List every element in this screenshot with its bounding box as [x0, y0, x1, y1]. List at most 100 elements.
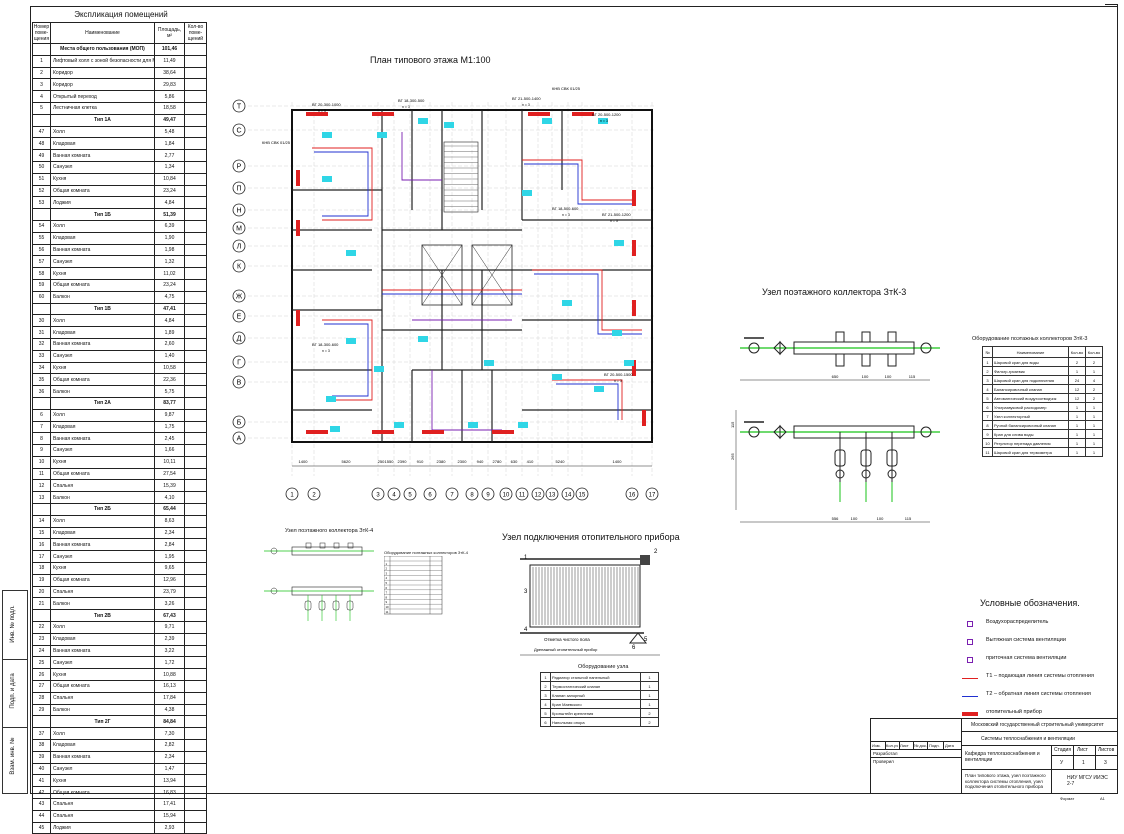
room-number: 47	[32, 125, 51, 139]
room-count	[184, 408, 207, 422]
room-number: 6	[32, 408, 51, 422]
room-number: 14	[32, 514, 51, 528]
room-count	[184, 809, 207, 823]
thermostatic-valve-icon	[640, 555, 650, 565]
room-count	[184, 750, 207, 764]
room-name: Кухня	[50, 668, 155, 682]
room-name: Тип 2В	[50, 609, 155, 623]
spec-small-row-number: 6	[386, 586, 388, 590]
axis-label: 16	[629, 493, 636, 499]
room-area: 10,88	[154, 668, 185, 682]
room-number: 15	[32, 526, 51, 540]
axis-label: Р	[237, 164, 242, 171]
room-count	[184, 491, 207, 505]
room-area: 1,84	[154, 137, 185, 151]
room-count	[184, 290, 207, 304]
pipe-run	[322, 319, 373, 401]
room-name: Открытый переход	[50, 90, 155, 103]
room-area: 18,58	[154, 101, 185, 115]
radiator-spec-cell: 1	[540, 672, 551, 682]
room-count	[184, 798, 207, 811]
dimension-label: 2780	[493, 459, 503, 464]
room-count	[184, 361, 207, 375]
room-number: 48	[32, 137, 51, 151]
spec-small-row-number: 11	[386, 610, 389, 614]
spec-small-row-number: 10	[386, 605, 390, 609]
stamp-col-sheet: Лист	[900, 743, 909, 748]
room-count	[184, 137, 207, 151]
spec-cell: Регулятор перепада давления	[992, 438, 1069, 448]
room-name: Спальня	[50, 479, 155, 493]
room-name: Балкон	[50, 491, 155, 505]
room-area: 5,48	[154, 125, 185, 139]
room-count	[184, 727, 207, 741]
section-count-label: n = 3	[322, 349, 330, 353]
room-tag	[552, 374, 562, 380]
axis-label: 12	[535, 493, 542, 499]
room-schedule-header: Номер поме-щения Наименование Площадь, м…	[32, 22, 207, 44]
radiator-spec-cell: Напольная опора	[550, 717, 641, 727]
dimension-label: 940	[477, 459, 484, 464]
axis-bubble	[232, 259, 246, 273]
legend: Условные обозначения. Воздухораспределит…	[960, 598, 1100, 726]
room-number: 27	[32, 680, 51, 693]
room-name: Коридор	[50, 78, 155, 92]
filter-icon	[773, 340, 787, 356]
room-area: 84,84	[154, 715, 185, 729]
room-area: 67,43	[154, 609, 185, 623]
radiator-spec-cell: 5	[540, 708, 551, 718]
room-name: Общая комната	[50, 467, 155, 481]
room-tag	[418, 118, 428, 124]
room-name: Тип 1Б	[50, 208, 155, 221]
legend-item: приточная система вентиляции	[960, 654, 1100, 672]
room-area: 7,30	[154, 727, 185, 741]
spec-cell: 1	[1068, 402, 1086, 412]
room-area: 2,34	[154, 526, 185, 540]
room-area: 12,96	[154, 573, 185, 587]
room-count	[184, 503, 207, 516]
spec-cell: 1	[1085, 447, 1103, 457]
spec-cell: 1	[1068, 411, 1086, 421]
room-count	[184, 184, 207, 198]
room-area: 101,46	[154, 43, 185, 56]
room-number: 29	[32, 703, 51, 717]
room-count	[184, 691, 207, 705]
section-count-label: n = 3	[562, 213, 570, 217]
dimension-label: 650	[832, 374, 839, 379]
room-number: 44	[32, 809, 51, 823]
room-area: 23,79	[154, 585, 185, 599]
room-name: Холл	[50, 514, 155, 528]
room-name: Санузел	[50, 656, 155, 670]
axis-label: 11	[519, 493, 526, 499]
room-count	[184, 255, 207, 269]
flow-meter-icon	[346, 600, 354, 611]
staircase	[443, 141, 479, 213]
room-number: 38	[32, 739, 51, 752]
spec-cell: 3	[982, 375, 993, 385]
room-count	[184, 101, 207, 115]
pipe-run	[556, 383, 619, 420]
radiator	[632, 360, 636, 376]
collector-manifold	[793, 341, 915, 355]
room-number: 34	[32, 361, 51, 375]
dimension-label: 2300	[458, 459, 468, 464]
schedule-group-row: Места общего пользования (МОП)101,46	[32, 43, 207, 56]
room-count	[184, 609, 207, 623]
room-name: Коридор	[50, 66, 155, 80]
room-name: Ванная комната	[50, 538, 155, 552]
